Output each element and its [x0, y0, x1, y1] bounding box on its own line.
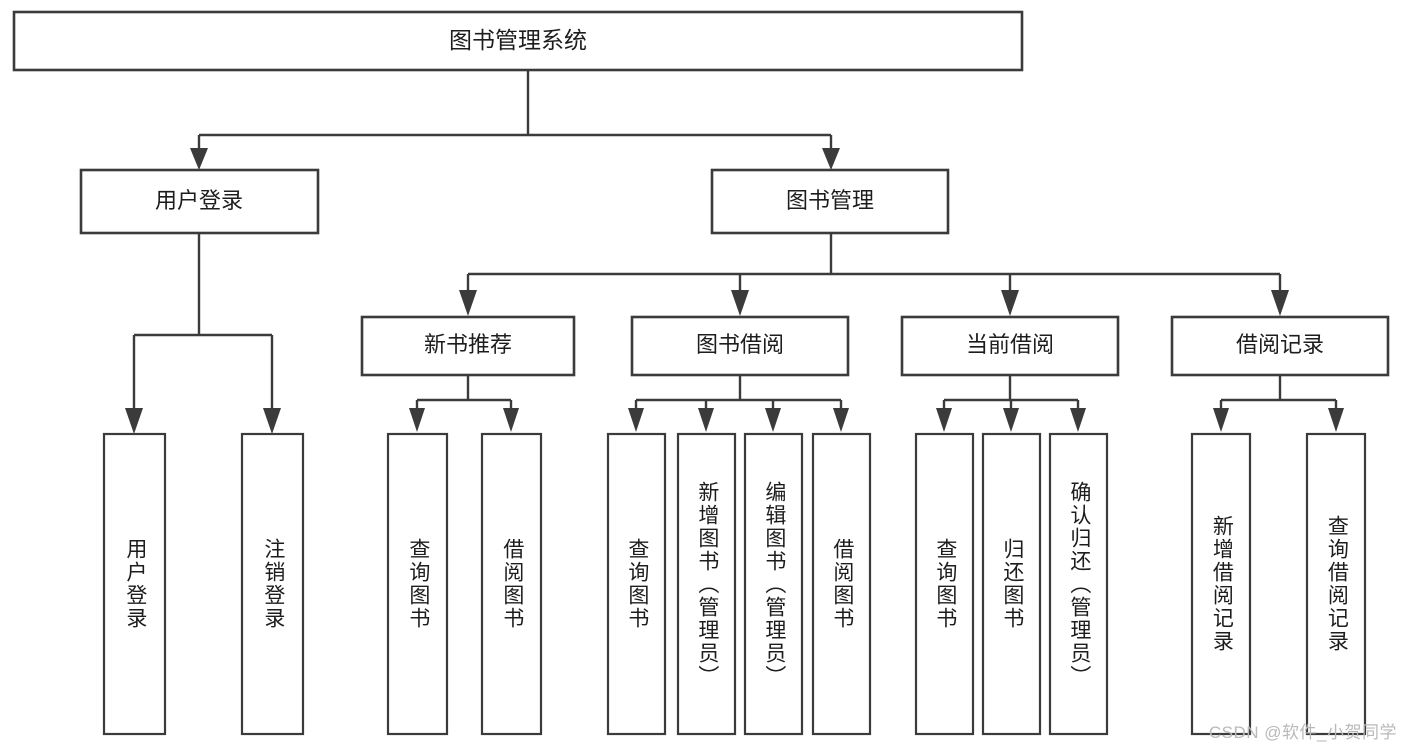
node-borrow-records-label: 借阅记录: [1236, 332, 1324, 357]
arrow-head-icon: [765, 408, 781, 432]
node-book-borrow-label: 图书借阅: [696, 332, 784, 357]
leaf-box-add-record[interactable]: [1190, 432, 1252, 736]
arrow-head-icon: [628, 408, 644, 432]
node-borrow-records[interactable]: 借阅记录: [1170, 315, 1390, 377]
node-current-borrow-box[interactable]: [900, 315, 1120, 377]
node-user-login-label: 用户登录: [155, 188, 243, 213]
leaf-box-confirm-return[interactable]: [1048, 432, 1109, 736]
arrow-head-icon: [503, 408, 519, 432]
connector-group-bookmgmt-children: [459, 233, 1289, 316]
node-current-borrow-label: 当前借阅: [966, 332, 1054, 357]
node-book-management-box[interactable]: [710, 168, 950, 235]
leaf-box-query-book-1[interactable]: [386, 432, 449, 736]
leaf-box-user-login[interactable]: [102, 432, 167, 736]
node-root-box[interactable]: [12, 10, 1024, 72]
connector-group-borrowrecords-children: [1213, 375, 1344, 432]
leaf-box-return-book[interactable]: [981, 432, 1042, 736]
node-current-borrow[interactable]: 当前借阅: [900, 315, 1120, 377]
arrow-head-icon: [731, 290, 749, 316]
node-book-borrow[interactable]: 图书借阅: [630, 315, 850, 377]
node-root-label: 图书管理系统: [449, 27, 587, 53]
node-new-book-recommend-label: 新书推荐: [424, 332, 512, 357]
arrow-head-icon: [1001, 290, 1019, 316]
watermark-text: CSDN @软件_小贺同学: [1208, 723, 1397, 742]
node-root[interactable]: 图书管理系统: [12, 10, 1024, 72]
leaf-box-query-book-3[interactable]: [914, 432, 975, 736]
node-borrow-records-box[interactable]: [1170, 315, 1390, 377]
node-book-management[interactable]: 图书管理: [710, 168, 950, 235]
leaf-box-query-record[interactable]: [1305, 432, 1367, 736]
connector-group-userlogin-children: [125, 233, 281, 434]
node-new-book-recommend-box[interactable]: [360, 315, 576, 377]
leaf-box-borrow-book-1[interactable]: [480, 432, 543, 736]
connector-group-currentborrow-children: [936, 375, 1086, 432]
connector-group-bookborrow-children: [628, 375, 849, 432]
node-book-borrow-box[interactable]: [630, 315, 850, 377]
node-book-management-label: 图书管理: [786, 188, 874, 213]
node-new-book-recommend[interactable]: 新书推荐: [360, 315, 576, 377]
arrow-head-icon: [459, 290, 477, 316]
arrow-head-icon: [263, 408, 281, 434]
leaf-box-add-book[interactable]: [676, 432, 737, 736]
arrow-head-icon: [1328, 408, 1344, 432]
arrow-head-icon: [190, 148, 208, 170]
arrow-head-icon: [833, 408, 849, 432]
arrow-head-icon: [125, 408, 143, 434]
leaf-box-borrow-book-2[interactable]: [811, 432, 872, 736]
leaf-box-logout[interactable]: [240, 432, 305, 736]
arrow-head-icon: [1070, 408, 1086, 432]
node-user-login[interactable]: 用户登录: [79, 168, 320, 235]
leaf-box-query-book-2[interactable]: [606, 432, 667, 736]
arrow-head-icon: [936, 408, 952, 432]
arrow-head-icon: [1271, 290, 1289, 316]
arrow-head-icon: [1003, 408, 1019, 432]
leaf-box-edit-book[interactable]: [743, 432, 804, 736]
connector-group-newbook-children: [409, 375, 519, 432]
arrow-head-icon: [698, 408, 714, 432]
arrow-head-icon: [409, 408, 425, 432]
connector-group-root-to-level2: [190, 70, 840, 170]
node-user-login-box[interactable]: [79, 168, 320, 235]
arrow-head-icon: [822, 148, 840, 170]
arrow-head-icon: [1213, 408, 1229, 432]
